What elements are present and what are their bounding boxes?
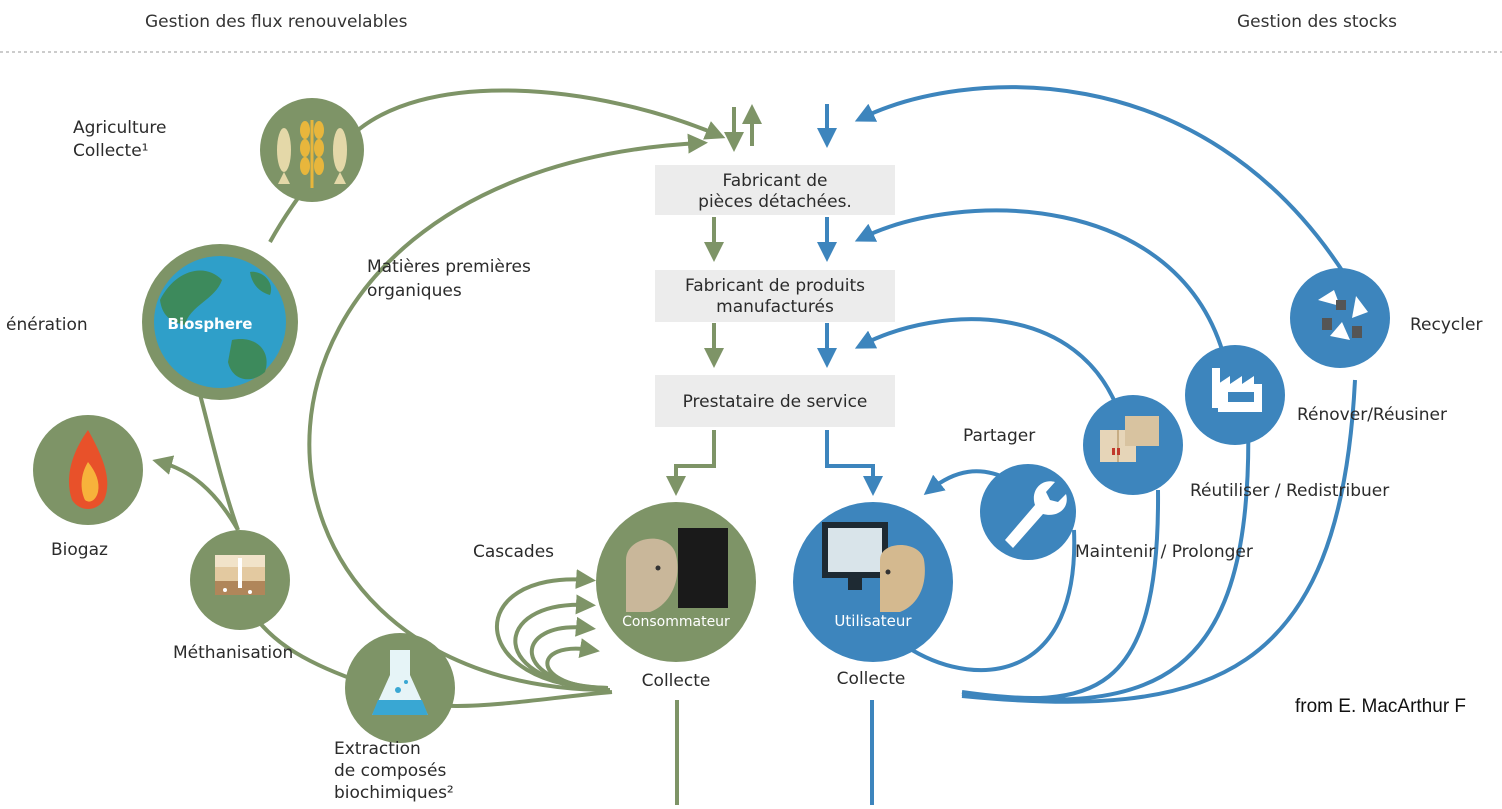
- person-icon: [626, 538, 678, 612]
- recycler-label: Recycler: [1410, 315, 1482, 335]
- collecte-label: Collecte¹: [73, 141, 148, 161]
- maintenir-loop: [910, 529, 1077, 673]
- blue-flows: [817, 85, 1357, 805]
- methanisation-label: Méthanisation: [173, 643, 293, 663]
- renover-node: [1185, 345, 1285, 445]
- reutiliser-arrow: [854, 317, 1122, 416]
- renover-arrow: [854, 208, 1227, 361]
- matieres-premieres-label: Matières premières: [367, 257, 531, 277]
- organiques-label: organiques: [367, 281, 462, 301]
- computer-user-icon: [822, 522, 925, 612]
- box-label-line1: Fabricant de produits: [685, 276, 865, 296]
- flask-icon: [372, 650, 428, 715]
- header-left: Gestion des flux renouvelables: [145, 12, 408, 32]
- maintenir-node: [980, 464, 1076, 560]
- regeneration-label: énération: [6, 315, 88, 335]
- factory-icon: [1212, 368, 1262, 412]
- extraction-label-1: Extraction: [334, 739, 421, 759]
- recycler-arrow: [854, 85, 1347, 277]
- collecte-right-label: Collecte: [837, 669, 906, 689]
- agriculture-label: Agriculture: [73, 118, 167, 138]
- matieres-premieres-arrow: [307, 133, 708, 692]
- collecte-left-label: Collecte: [642, 671, 711, 691]
- biogaz-label: Biogaz: [51, 540, 108, 560]
- biogaz-node: [33, 415, 143, 525]
- partager-label: Partager: [963, 426, 1035, 446]
- flow-box-fabricant-pieces: Fabricant de pièces détachées.: [655, 165, 895, 215]
- box-label-line1: Prestataire de service: [683, 392, 868, 412]
- consommateur-node: Consommateur: [596, 502, 756, 662]
- box-label-line1: Fabricant de: [723, 171, 828, 191]
- cascade-arrow-4: [545, 638, 609, 690]
- box-label-line2: pièces détachées.: [698, 192, 852, 212]
- flow-box-prestataire: Prestataire de service: [655, 375, 895, 427]
- soil-layers-icon: [215, 555, 265, 595]
- flow-box-fabricant-produits: Fabricant de produits manufacturés: [655, 270, 895, 322]
- biosphere-label: Biosphere: [168, 315, 253, 333]
- box-label-line2: manufacturés: [716, 297, 834, 317]
- utilisateur-label: Utilisateur: [834, 612, 912, 630]
- flame-icon: [68, 430, 108, 509]
- maintenir-label: Maintenir / Prolonger: [1075, 542, 1253, 562]
- agriculture-node: [260, 98, 364, 202]
- consommateur-label: Consommateur: [622, 614, 730, 630]
- reutiliser-node: [1083, 395, 1183, 495]
- utilisateur-node: Utilisateur: [793, 502, 953, 662]
- green-arrow-to-consommateur: [666, 430, 716, 496]
- blue-arrow-to-utilisateur: [825, 430, 883, 496]
- biosphere-node: Biosphere: [142, 244, 298, 400]
- extraction-label-2: de composés: [334, 761, 446, 781]
- fish-wheat-icon: [277, 120, 347, 188]
- methanisation-to-biosphere-line: [194, 379, 240, 531]
- screen-shape: [678, 528, 728, 608]
- credit-text: from E. MacArthur F: [1295, 696, 1466, 717]
- recycler-loop: [961, 379, 1357, 704]
- recycler-node: [1290, 268, 1390, 368]
- wrench-icon: [1005, 481, 1067, 548]
- methanisation-node: [190, 530, 290, 630]
- extraction-node: [345, 633, 455, 743]
- reutiliser-label: Réutiliser / Redistribuer: [1190, 481, 1389, 501]
- to-biogaz-arrow: [152, 455, 240, 531]
- header-right: Gestion des stocks: [1237, 12, 1397, 32]
- boxes-icon: [1100, 416, 1159, 462]
- cascades-label: Cascades: [473, 542, 554, 562]
- agriculture-to-fabricant-arrow: [345, 88, 726, 142]
- renover-label: Rénover/Réusiner: [1297, 405, 1447, 425]
- extraction-label-3: biochimiques²: [334, 783, 454, 803]
- cascade-arrow-2: [513, 594, 609, 690]
- recycle-icon: [1318, 290, 1368, 340]
